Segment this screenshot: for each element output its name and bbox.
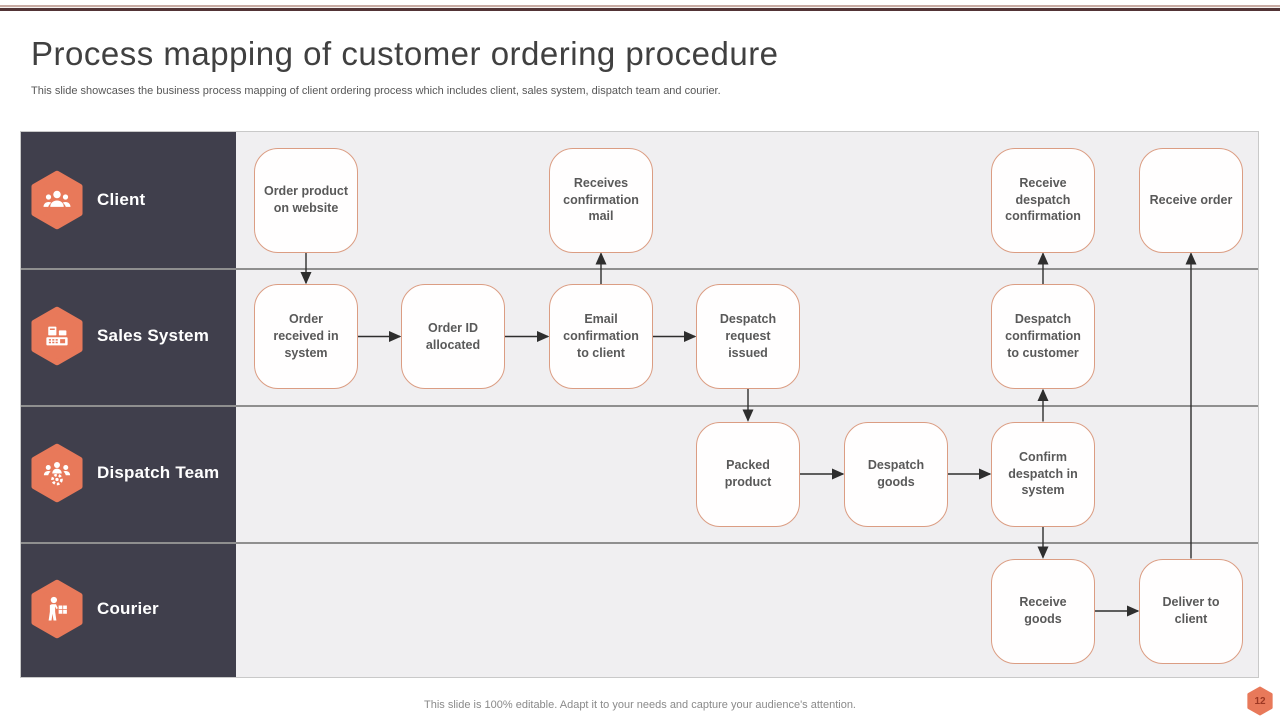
lane-divider <box>21 405 1258 407</box>
process-node-order-id: Order ID allocated <box>401 284 505 389</box>
process-node-order-website: Order product on website <box>254 147 358 253</box>
lane-header-sales: Sales System <box>21 268 236 406</box>
hexagon-icon <box>31 170 83 229</box>
process-node-email-confirm: Email confirmation to client <box>549 284 653 389</box>
hexagon-icon <box>31 580 83 639</box>
cash-register-icon <box>46 326 68 346</box>
users-icon <box>43 190 71 207</box>
hexagon-icon <box>31 307 83 366</box>
hexagon-icon <box>1247 686 1273 716</box>
hexagon-badge <box>30 306 84 366</box>
lane-label-client: Client <box>97 189 146 209</box>
top-accent-bar-dark <box>0 8 1280 11</box>
lane-divider <box>21 267 1258 270</box>
process-node-order-received: Order received in system <box>254 284 358 389</box>
hexagon-badge <box>30 170 84 230</box>
process-node-packed-product: Packed product <box>696 421 800 527</box>
delivery-person-icon <box>48 597 67 621</box>
process-node-receive-order: Receive order <box>1139 147 1243 253</box>
process-node-despatch-confirmation: Despatch confirmation to customer <box>991 284 1095 389</box>
hexagon-badge <box>30 443 84 503</box>
team-gear-icon <box>43 462 71 486</box>
page-number: 12 <box>1254 695 1266 707</box>
process-node-despatch-request: Despatch request issued <box>696 284 800 389</box>
flow-arrows <box>300 252 1197 617</box>
top-accent-bar-light <box>0 5 1280 7</box>
page-number-badge: 12 <box>1246 686 1274 716</box>
process-node-confirm-despatch: Confirm despatch in system <box>991 421 1095 527</box>
lane-header-client: Client <box>21 132 236 268</box>
lane-label-dispatch: Dispatch Team <box>97 463 220 483</box>
process-node-receives-mail: Receives confirmation mail <box>549 147 653 253</box>
process-node-receive-despatch-confirmation: Receive despatch confirmation <box>991 147 1095 253</box>
process-node-receive-goods: Receive goods <box>991 558 1095 664</box>
slide-subtitle: This slide showcases the business proces… <box>31 85 721 97</box>
process-node-despatch-goods: Despatch goods <box>844 421 948 527</box>
page-title: Process mapping of customer ordering pro… <box>31 35 779 72</box>
top-accent-strip <box>0 5 1280 11</box>
lane-label-sales: Sales System <box>97 326 210 346</box>
top-accent-bar-gap <box>0 7 1280 8</box>
lane-header-courier: Courier <box>21 542 236 678</box>
lane-header-dispatch: Dispatch Team <box>21 405 236 542</box>
lane-divider <box>21 541 1258 544</box>
footer-note: This slide is 100% editable. Adapt it to… <box>424 699 856 711</box>
hexagon-badge <box>30 579 84 639</box>
lane-label-courier: Courier <box>97 599 159 619</box>
process-node-deliver-client: Deliver to client <box>1139 558 1243 664</box>
